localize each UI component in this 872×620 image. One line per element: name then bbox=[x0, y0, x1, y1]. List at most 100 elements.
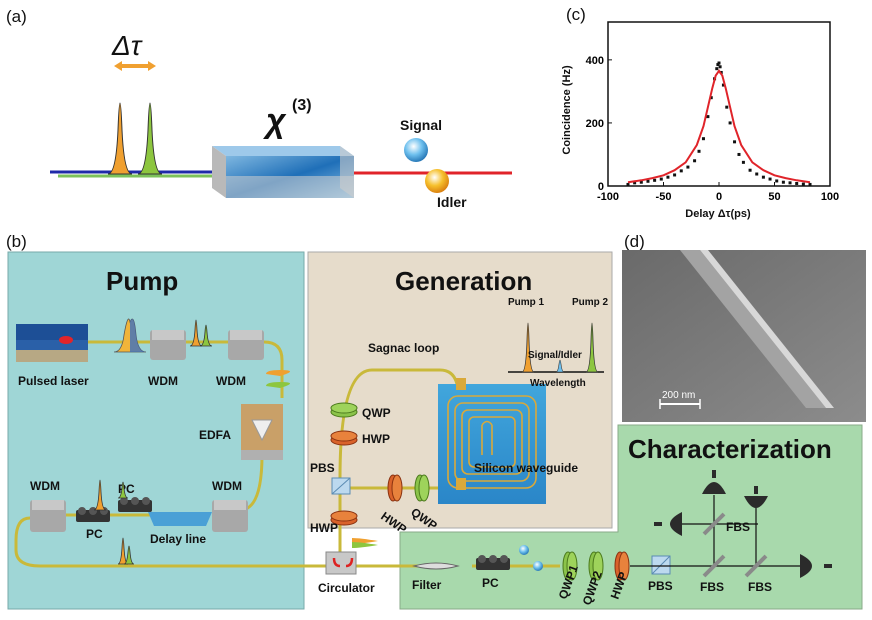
data-point bbox=[709, 96, 713, 100]
detector-top-2 bbox=[744, 486, 768, 508]
pc-3-label: PC bbox=[482, 576, 499, 590]
data-point bbox=[733, 140, 737, 144]
data-point bbox=[781, 180, 785, 184]
delay-line bbox=[148, 512, 212, 526]
data-point bbox=[653, 178, 657, 182]
pump-pulse-orange bbox=[107, 102, 133, 175]
pump1-label: Pump 1 bbox=[508, 297, 545, 308]
panel-label-d: (d) bbox=[624, 232, 645, 251]
spectrum-signal-idler bbox=[555, 359, 565, 373]
grating-coupler-top bbox=[456, 378, 466, 390]
data-point bbox=[725, 105, 729, 109]
data-point bbox=[633, 181, 637, 185]
edfa-label: EDFA bbox=[199, 428, 231, 442]
pbs-char-label: PBS bbox=[648, 579, 673, 593]
pump-title: Pump bbox=[106, 266, 178, 296]
circulator-label: Circulator bbox=[318, 581, 375, 595]
data-point bbox=[795, 181, 799, 185]
silicon-waveguide bbox=[438, 378, 546, 504]
delta-tau-label: Δτ bbox=[111, 30, 143, 61]
idler-photon bbox=[425, 169, 449, 193]
wdm-4 bbox=[212, 500, 248, 532]
crystal-bottom-shade bbox=[226, 176, 354, 198]
crystal-top bbox=[212, 146, 354, 156]
data-point bbox=[626, 182, 630, 186]
data-point bbox=[697, 149, 701, 153]
hwp-top-label: HWP bbox=[362, 432, 390, 446]
waveplate-qwp1 bbox=[562, 551, 578, 581]
data-point bbox=[686, 165, 690, 169]
data-point bbox=[721, 83, 725, 87]
data-point bbox=[646, 179, 650, 183]
filter bbox=[412, 562, 460, 570]
panel-label-c: (c) bbox=[566, 5, 586, 24]
pbs-char-diagonal bbox=[651, 555, 671, 575]
y-tick-label: 200 bbox=[586, 118, 604, 130]
x-tick-label: -50 bbox=[656, 191, 672, 203]
chart-marks bbox=[626, 61, 812, 186]
data-point bbox=[755, 172, 759, 176]
wdm-2 bbox=[228, 330, 264, 360]
scale-label: 200 nm bbox=[662, 390, 695, 401]
fbs-1 bbox=[702, 512, 726, 536]
panel-label-b: (b) bbox=[6, 232, 27, 251]
chi-label: χ bbox=[263, 102, 287, 140]
data-point bbox=[737, 152, 741, 156]
grating-coupler-bottom bbox=[456, 478, 466, 490]
sem-ridge bbox=[680, 250, 826, 408]
x-tick-label: 0 bbox=[716, 191, 722, 203]
waveplate-qwp-top bbox=[330, 402, 358, 418]
waveplate-hwp-char bbox=[614, 551, 630, 581]
wdm-1-label: WDM bbox=[148, 374, 178, 388]
delay-line-label: Delay line bbox=[150, 532, 206, 546]
signal-photon bbox=[404, 138, 428, 162]
chi-superscript: (3) bbox=[292, 97, 312, 114]
data-point bbox=[788, 181, 792, 185]
fit-line bbox=[627, 69, 811, 184]
data-point bbox=[693, 159, 697, 163]
split-pulse-green bbox=[199, 324, 213, 347]
data-point bbox=[659, 177, 663, 181]
data-point bbox=[718, 65, 722, 69]
silicon-waveguide-label: Silicon waveguide bbox=[474, 461, 578, 475]
y-tick-label: 400 bbox=[586, 55, 604, 67]
waveplate-hwp-mid bbox=[387, 474, 403, 502]
data-point bbox=[701, 137, 705, 141]
data-point bbox=[717, 61, 721, 65]
loop-pulse-orange bbox=[117, 537, 129, 565]
fbs-1-label: FBS bbox=[726, 520, 750, 534]
detector-top-1 bbox=[702, 470, 726, 494]
pc-pulse-orange bbox=[93, 479, 107, 511]
characterization-box bbox=[399, 424, 863, 610]
data-point bbox=[706, 115, 710, 119]
sem-ridge-edge bbox=[700, 250, 834, 408]
spectrum-inset bbox=[508, 322, 604, 373]
circ-pulse-green bbox=[352, 542, 378, 548]
x-tick-label: 50 bbox=[768, 191, 780, 203]
data-point bbox=[768, 177, 772, 181]
spectrum-pump2 bbox=[585, 322, 599, 373]
x-tick-label: 100 bbox=[821, 191, 839, 203]
data-point bbox=[775, 179, 779, 183]
delta-tau-arrowhead-right bbox=[148, 61, 156, 71]
panel-a: Δτ χ (3) Signal Idler bbox=[50, 30, 512, 210]
pbs-gen-label: PBS bbox=[310, 461, 335, 475]
fbs-2 bbox=[702, 554, 726, 578]
data-point bbox=[748, 168, 752, 172]
pc-pulse-green bbox=[117, 481, 129, 499]
edfa-triangle bbox=[251, 419, 273, 442]
pump-pulse-green bbox=[137, 102, 163, 175]
waveplate-qwp-mid bbox=[414, 474, 430, 502]
waveplate-qwp2 bbox=[588, 551, 604, 581]
pump2-label: Pump 2 bbox=[572, 297, 609, 308]
chart-xlabel: Delay Δτ(ps) bbox=[685, 208, 751, 220]
wdm-2-label: WDM bbox=[216, 374, 246, 388]
side-pulse-orange bbox=[266, 370, 290, 376]
delta-tau-arrowhead-left bbox=[114, 61, 122, 71]
photon-blue-1 bbox=[519, 545, 529, 555]
data-point bbox=[728, 121, 732, 125]
waveplate-hwp-low bbox=[330, 510, 358, 526]
side-pulse-green bbox=[266, 382, 290, 388]
